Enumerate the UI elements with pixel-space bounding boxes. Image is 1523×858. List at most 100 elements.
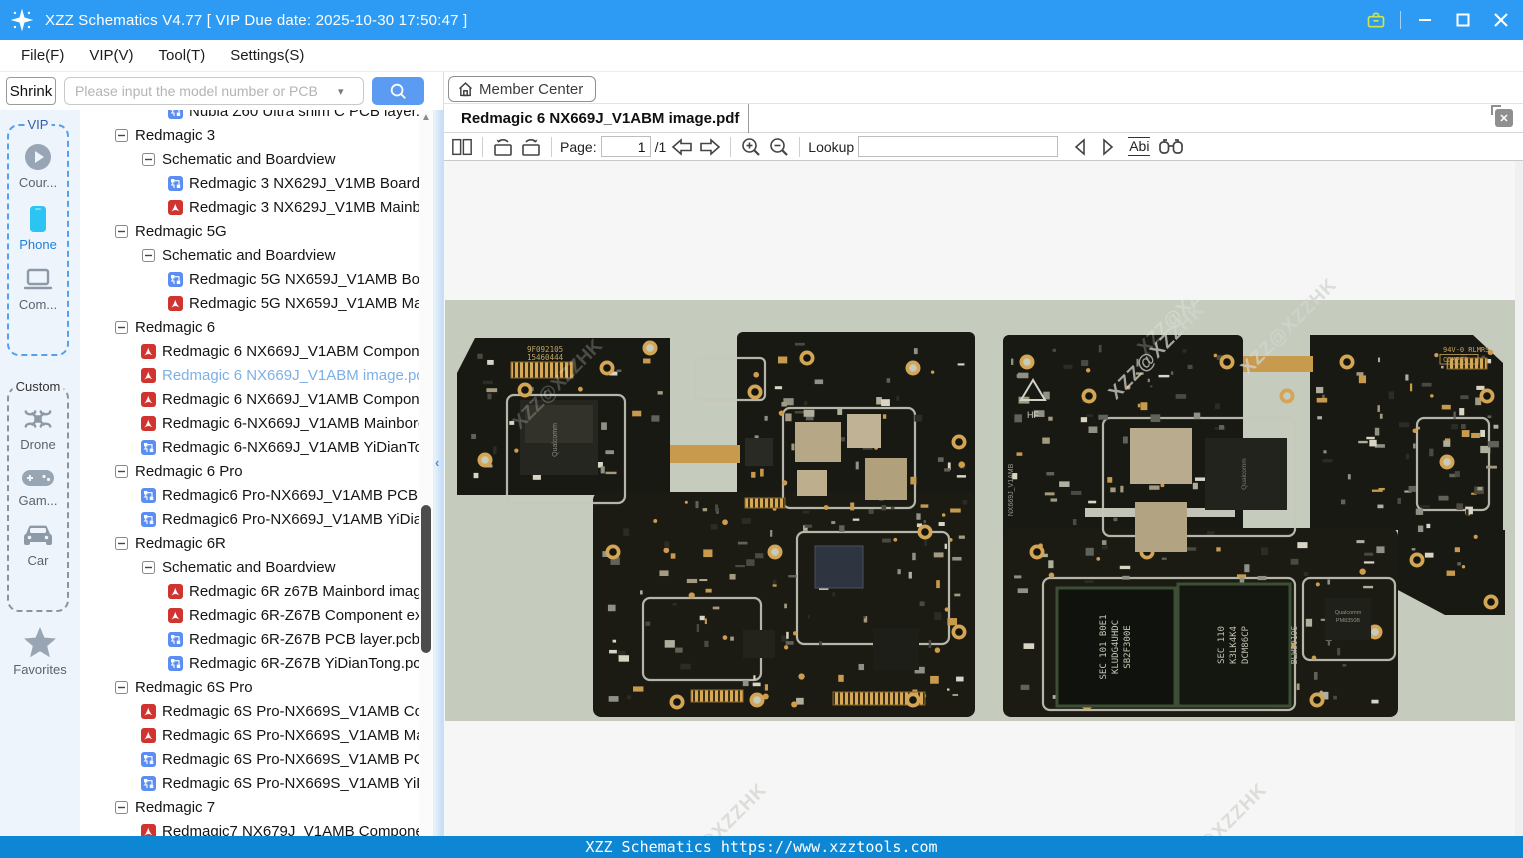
member-center-button[interactable]: Member Center	[448, 76, 597, 102]
tree-item[interactable]: Redmagic 6-NX669J_V1AMB Mainbord	[80, 411, 433, 435]
tree-scrollbar[interactable]: ▲	[419, 110, 433, 836]
panel-splitter[interactable]: ‹	[433, 110, 443, 836]
tree-item[interactable]: Redmagic6 Pro-NX669J_V1AMB PCB lay	[80, 483, 433, 507]
shrink-button[interactable]: Shrink	[6, 77, 56, 105]
pcb-file-icon	[140, 775, 156, 791]
maximize-button[interactable]	[1449, 6, 1477, 34]
pcb-file-icon	[167, 110, 183, 119]
tree-item[interactable]: Schematic and Boardview	[80, 243, 433, 267]
sidebar-item-car[interactable]: Car	[9, 522, 67, 568]
tree-item[interactable]: Redmagic 6S Pro-NX669S_V1AMB YiDia	[80, 771, 433, 795]
search-button[interactable]	[372, 77, 424, 105]
license-icon[interactable]	[1362, 6, 1390, 34]
tree-item[interactable]: Redmagic 6S Pro	[80, 675, 433, 699]
collapse-icon[interactable]	[113, 463, 129, 479]
tree-item[interactable]: Redmagic 3 NX629J_V1MB Mainbor	[80, 195, 433, 219]
minimize-button[interactable]	[1411, 6, 1439, 34]
tree-item[interactable]: Redmagic 5G NX659J_V1AMB Main	[80, 291, 433, 315]
tree-item[interactable]: Redmagic 7	[80, 795, 433, 819]
sidebar-item-drone[interactable]: Drone	[9, 404, 67, 452]
collapse-icon[interactable]	[113, 127, 129, 143]
tree-item[interactable]: Redmagic 6R-Z67B Component expl	[80, 603, 433, 627]
zoom-in-icon[interactable]	[739, 135, 763, 159]
document-tab[interactable]: Redmagic 6 NX669J_V1ABM image.pdf	[444, 104, 749, 133]
viewer-scrollbar[interactable]	[1515, 161, 1523, 836]
two-page-view-icon[interactable]	[450, 135, 474, 159]
tree-item[interactable]: Redmagic 6S Pro-NX669S_V1AMB PCB	[80, 747, 433, 771]
tree-item-label: Redmagic 6 NX669J_V1ABM image.pdf	[162, 366, 429, 384]
lookup-input[interactable]	[858, 136, 1059, 157]
find-prev-icon[interactable]	[1068, 135, 1092, 159]
tree-item[interactable]: Redmagic 6R	[80, 531, 433, 555]
rotate-right-icon[interactable]	[519, 135, 543, 159]
pcb-file-icon	[167, 655, 183, 671]
tree-item-label: Schematic and Boardview	[162, 558, 336, 576]
tree-item[interactable]: Redmagic 6-NX669J_V1AMB YiDianTon	[80, 435, 433, 459]
menu-settings[interactable]: Settings(S)	[230, 47, 305, 64]
sidebar-item-computer[interactable]: Com...	[9, 266, 67, 312]
title-bar: XZZ Schematics V4.77 [ VIP Due date: 202…	[0, 0, 1523, 40]
collapse-icon[interactable]	[113, 799, 129, 815]
tree-item[interactable]: Redmagic 6 NX669J_V1ABM image.pdf	[80, 363, 433, 387]
viewer-content[interactable]: Qualcomm 9F092105 15460444	[444, 161, 1515, 836]
tree-item[interactable]: Redmagic 6 NX669J_V1ABM Componer	[80, 339, 433, 363]
collapse-icon[interactable]	[113, 679, 129, 695]
collapse-icon[interactable]	[113, 535, 129, 551]
sidebar-item-games[interactable]: Gam...	[9, 466, 67, 508]
tree-item[interactable]: Redmagic 6	[80, 315, 433, 339]
sidebar-item-favorites[interactable]: Favorites	[0, 626, 80, 677]
chevron-down-icon[interactable]: ▾	[338, 86, 344, 98]
tree-item[interactable]: Nubia Z60 Ultra shim C PCB layer.pcb	[80, 110, 433, 123]
tree-item[interactable]: Redmagic 6S Pro-NX669S_V1AMB Com	[80, 699, 433, 723]
tree-item-label: Redmagic 3 NX629J_V1MB Boardvie	[189, 174, 433, 192]
tree-item[interactable]: Redmagic 6R-Z67B YiDianTong.pcb	[80, 651, 433, 675]
collapse-icon[interactable]	[113, 319, 129, 335]
svg-text:HF: HF	[1027, 410, 1039, 420]
viewer-toolbar: Page: /1	[444, 133, 1523, 161]
pdf-page-image[interactable]: Qualcomm 9F092105 15460444	[445, 260, 1515, 721]
pdf-file-icon	[140, 367, 156, 383]
collapse-left-icon[interactable]: ‹	[435, 455, 440, 470]
zoom-out-icon[interactable]	[767, 135, 791, 159]
tree-item[interactable]: Redmagic 6 NX669J_V1AMB Componer	[80, 387, 433, 411]
tree-item[interactable]: Redmagic 3 NX629J_V1MB Boardvie	[80, 171, 433, 195]
tree-item[interactable]: Redmagic 6R-Z67B PCB layer.pcb	[80, 627, 433, 651]
tree-item-label: Nubia Z60 Ultra shim C PCB layer.pcb	[189, 110, 433, 120]
tree-item[interactable]: Redmagic6 Pro-NX669J_V1AMB YiDian	[80, 507, 433, 531]
tree-item[interactable]: Redmagic 5G	[80, 219, 433, 243]
collapse-icon[interactable]	[113, 223, 129, 239]
tree-item[interactable]: Redmagic 3	[80, 123, 433, 147]
rotate-left-icon[interactable]	[491, 135, 515, 159]
sidebar-item-courses[interactable]: Cour...	[9, 142, 67, 190]
menu-file[interactable]: File(F)	[21, 47, 65, 64]
svg-text:BLW8919S: BLW8919S	[1290, 626, 1299, 665]
close-tab-icon[interactable]: ✕	[1491, 105, 1513, 127]
binoculars-icon[interactable]	[1158, 135, 1184, 159]
tree-item[interactable]: Redmagic 6 Pro	[80, 459, 433, 483]
collapse-icon[interactable]	[140, 247, 156, 263]
collapse-icon[interactable]	[140, 559, 156, 575]
sidebar-item-phone[interactable]: Phone	[9, 204, 67, 252]
menu-tool[interactable]: Tool(T)	[158, 47, 206, 64]
next-page-icon[interactable]	[698, 135, 722, 159]
text-select-icon[interactable]: Abi	[1128, 137, 1151, 156]
scroll-up-icon[interactable]: ▲	[421, 112, 431, 123]
collapse-icon[interactable]	[140, 151, 156, 167]
tree-item-label: Redmagic 6S Pro-NX669S_V1AMB YiDia	[162, 774, 433, 792]
prev-page-icon[interactable]	[670, 135, 694, 159]
menu-vip[interactable]: VIP(V)	[89, 47, 134, 64]
model-search-input[interactable]	[64, 77, 364, 105]
page-number-input[interactable]	[600, 136, 651, 157]
tree-item[interactable]: Redmagic 6R z67B Mainbord image.	[80, 579, 433, 603]
tree-item[interactable]: Redmagic7 NX679J_V1AMB Componen	[80, 819, 433, 836]
close-button[interactable]	[1487, 6, 1515, 34]
pdf-file-icon	[140, 343, 156, 359]
pdf-file-icon	[140, 727, 156, 743]
tree-item[interactable]: Redmagic 5G NX659J_V1AMB Board	[80, 267, 433, 291]
tree-item[interactable]: Schematic and Boardview	[80, 147, 433, 171]
pcb-file-icon	[167, 175, 183, 191]
tree-item[interactable]: Schematic and Boardview	[80, 555, 433, 579]
tree-item[interactable]: Redmagic 6S Pro-NX669S_V1AMB Mair	[80, 723, 433, 747]
tree-scrollbar-thumb[interactable]	[421, 505, 431, 653]
find-next-icon[interactable]	[1096, 135, 1120, 159]
